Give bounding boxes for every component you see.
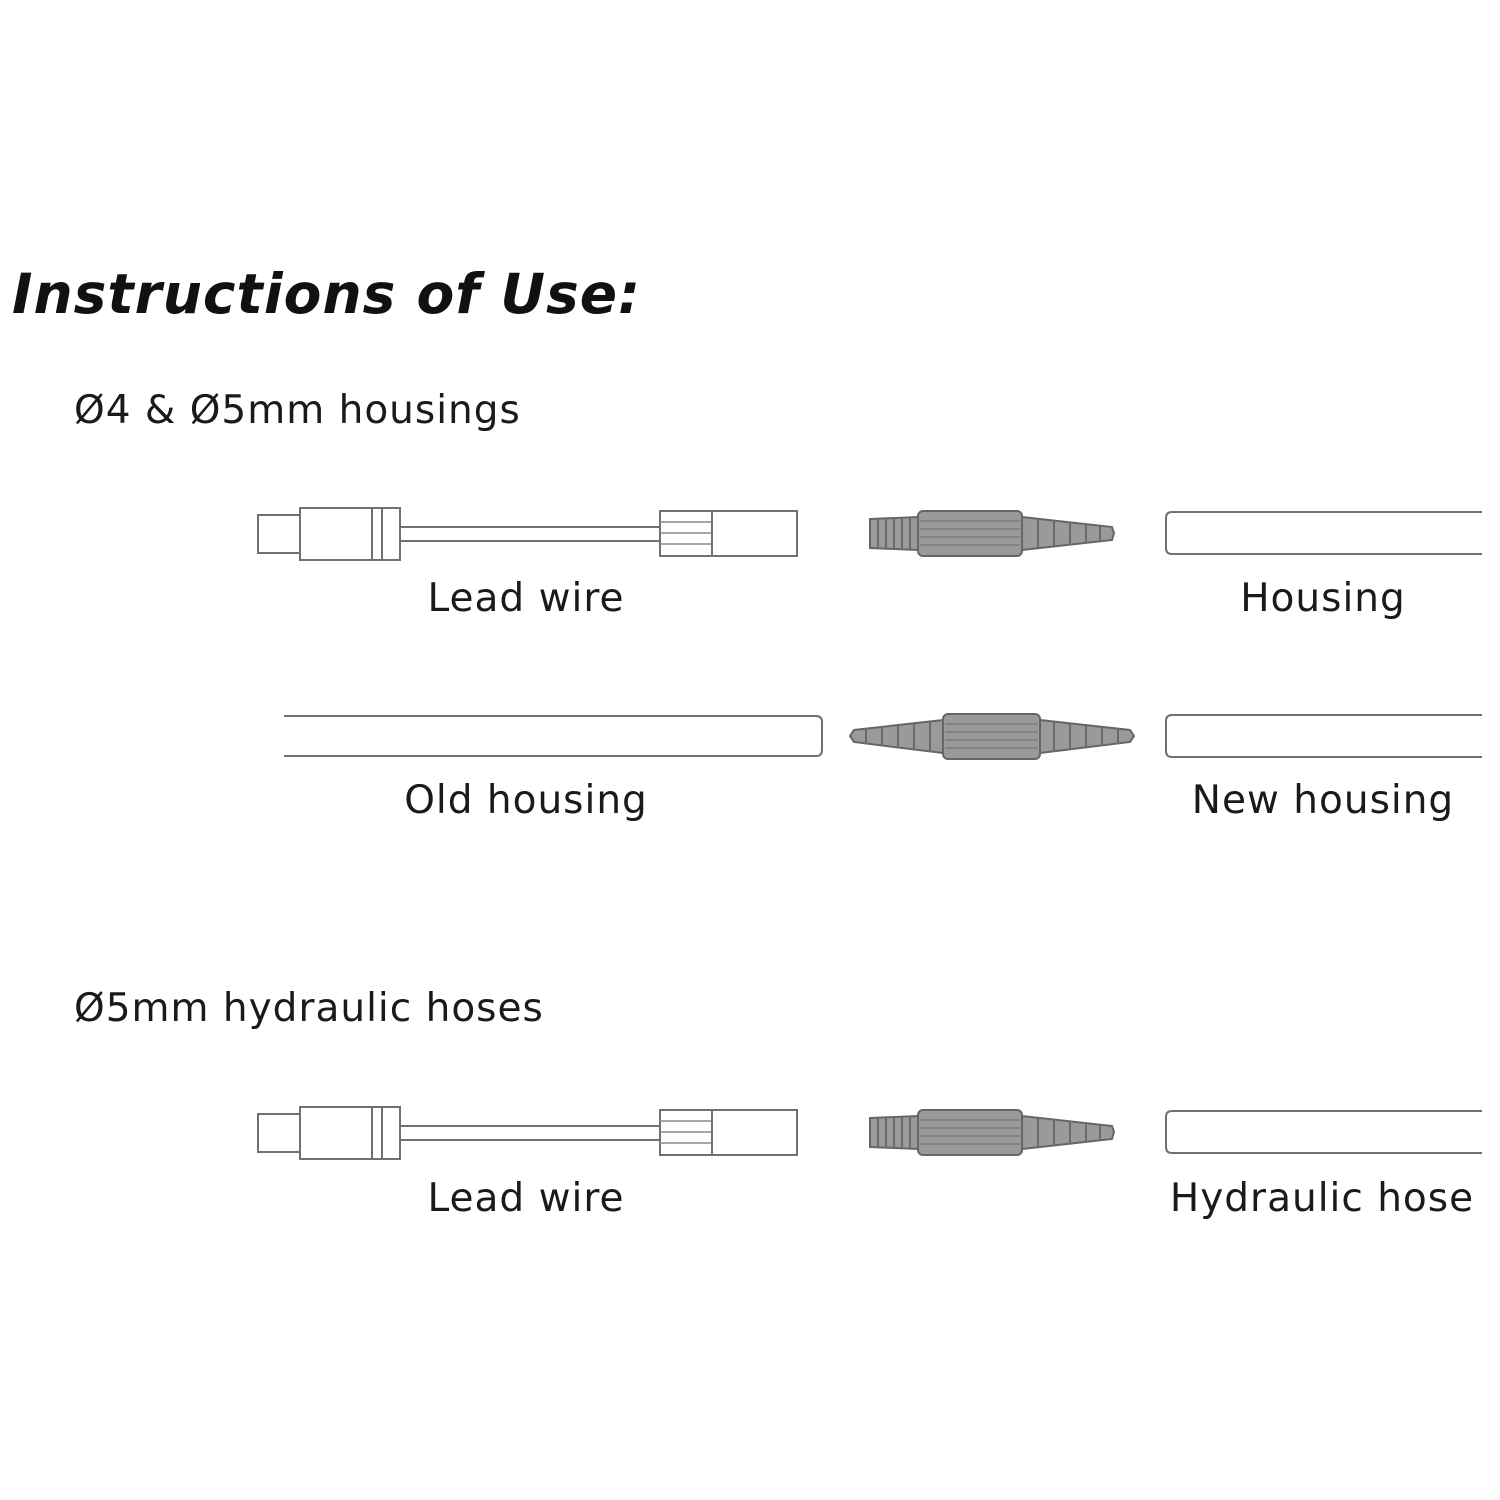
label-old-housing: Old housing bbox=[404, 778, 648, 823]
row-old-new-housing bbox=[284, 713, 1483, 760]
label-lead-wire: Lead wire bbox=[427, 576, 625, 621]
lead-wire-illustration bbox=[257, 507, 798, 561]
label-hydraulic-hose: Hydraulic hose bbox=[1169, 1176, 1475, 1221]
label-housing: Housing bbox=[1240, 576, 1406, 621]
section-heading-hydraulic: Ø5mm hydraulic hoses bbox=[74, 986, 544, 1031]
insert-tool-illustration bbox=[869, 510, 1115, 557]
section-heading-housings: Ø4 & Ø5mm housings bbox=[74, 388, 521, 433]
insert-tool-illustration-2 bbox=[869, 1109, 1115, 1156]
housing-illustration bbox=[1165, 511, 1483, 555]
row-leadwire-housing bbox=[257, 507, 1483, 561]
lead-wire-illustration-2 bbox=[257, 1106, 798, 1160]
row-leadwire-hydraulic bbox=[257, 1106, 1483, 1160]
old-housing-illustration bbox=[284, 715, 823, 757]
label-lead-wire-2: Lead wire bbox=[427, 1176, 625, 1221]
joining-tool-illustration bbox=[849, 713, 1135, 760]
label-new-housing: New housing bbox=[1191, 778, 1455, 823]
hydraulic-hose-illustration bbox=[1165, 1110, 1483, 1154]
page-title: Instructions of Use: bbox=[12, 262, 642, 326]
new-housing-illustration bbox=[1165, 714, 1483, 758]
